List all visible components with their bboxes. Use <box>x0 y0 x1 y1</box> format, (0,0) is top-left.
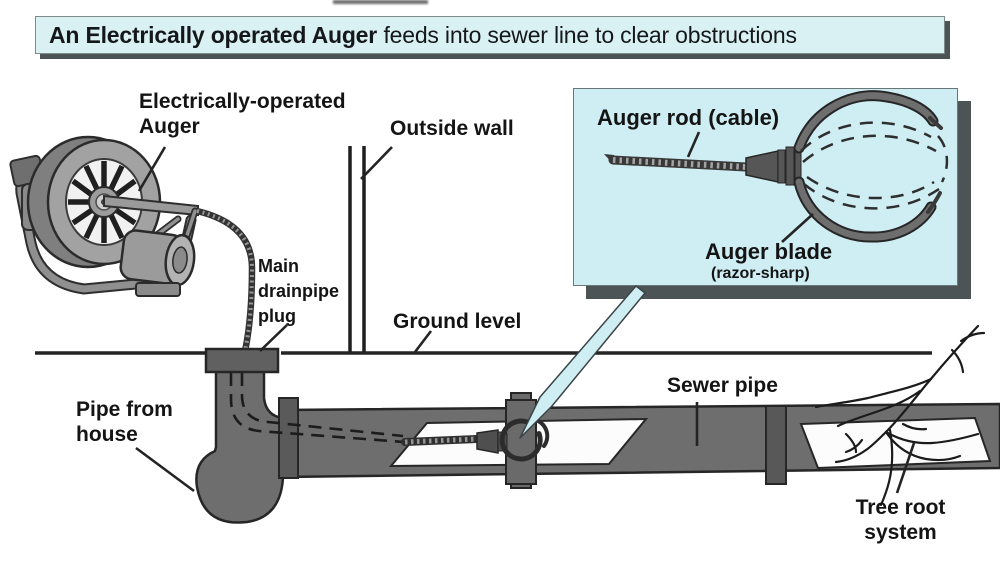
inset-cone <box>745 150 779 183</box>
label-plug-line3: plug <box>258 305 296 326</box>
inset-blade-top-arc <box>795 92 937 152</box>
drain-elbow-pipe <box>195 369 285 524</box>
label-sewer-pipe: Sewer pipe <box>667 374 778 397</box>
inset-hidden-edges <box>800 121 949 210</box>
label-razor-sharp: (razor-sharp) <box>711 265 810 282</box>
label-outside-wall: Outside wall <box>390 117 514 140</box>
axle-arm <box>103 194 199 217</box>
ground-and-wall <box>35 146 932 355</box>
label-tree-line1: Tree root <box>855 496 946 519</box>
label-tree-line2: system <box>864 521 937 545</box>
leader-auger-blade <box>781 213 814 243</box>
inset-ring-1 <box>777 149 786 184</box>
leader-ground-level <box>413 330 433 353</box>
inset-blade-bottom-arc <box>795 178 935 241</box>
drum-spokes <box>68 161 140 243</box>
inset-ring-3 <box>794 151 802 181</box>
leader-lines <box>135 131 916 494</box>
house-drain <box>195 347 285 524</box>
label-pfh-line2: house <box>76 423 138 447</box>
title-rest-text: feeds into sewer line to clear obstructi… <box>383 21 797 48</box>
leader-tree-roots <box>895 442 916 494</box>
title-bold-text: An Electrically operated Auger <box>49 21 378 48</box>
tree-roots <box>814 324 986 507</box>
leader-plug <box>259 324 288 352</box>
inset-blade-top-tip <box>928 116 943 130</box>
inset-ring-2 <box>785 146 795 186</box>
leader-machine <box>137 146 167 192</box>
pipe-coupling-right <box>765 405 787 485</box>
auger-cable <box>196 207 256 352</box>
label-pfh-line1: Pipe from <box>76 398 173 421</box>
label-plug-line1: Main <box>258 256 300 276</box>
pipe-coupling-left <box>278 397 299 479</box>
label-auger-blade: Auger blade <box>705 239 833 264</box>
pipe-joint-collar <box>505 399 537 485</box>
cable-hidden-path <box>229 373 405 444</box>
label-machine-line1: Electrically-operated <box>139 90 346 113</box>
rod-coil-texture <box>404 436 478 445</box>
label-tree-root-system: Tree root system <box>838 495 963 545</box>
inset-auger-tip-drawing <box>604 90 949 243</box>
rod-cone-fitting <box>476 429 499 454</box>
label-plug-line2: drainpipe <box>258 280 340 301</box>
label-auger-rod-cable: Auger rod (cable) <box>597 105 780 130</box>
leader-outside-wall <box>360 146 393 180</box>
inset-blade-bottom-tip <box>926 191 942 214</box>
label-electrically-operated-auger: Electrically-operated Auger <box>139 89 346 139</box>
label-main-drainpipe-plug: Main drainpipe plug <box>258 254 339 328</box>
inset-pointer-arrow <box>519 285 646 439</box>
blade-loop <box>499 418 543 462</box>
auger-rod-in-pipe <box>401 417 550 462</box>
label-machine-line2: Auger <box>139 115 200 139</box>
auger-machine-illustration <box>9 135 256 352</box>
leader-pipe-from-house <box>135 446 195 493</box>
label-pipe-from-house: Pipe from house <box>76 397 173 447</box>
motor-base <box>135 282 181 297</box>
auger-tip-inset-box <box>573 88 958 286</box>
inset-rod-coil-texture <box>612 157 747 170</box>
motor <box>119 229 196 287</box>
label-ground-level: Ground level <box>393 310 522 333</box>
auger-cable-coil-texture <box>196 209 255 352</box>
top-edge-smudge <box>333 0 428 4</box>
title-banner: An Electrically operated Auger feeds int… <box>35 16 945 54</box>
main-drainpipe-plug-cap <box>204 347 280 374</box>
leader-auger-rod <box>686 131 701 158</box>
